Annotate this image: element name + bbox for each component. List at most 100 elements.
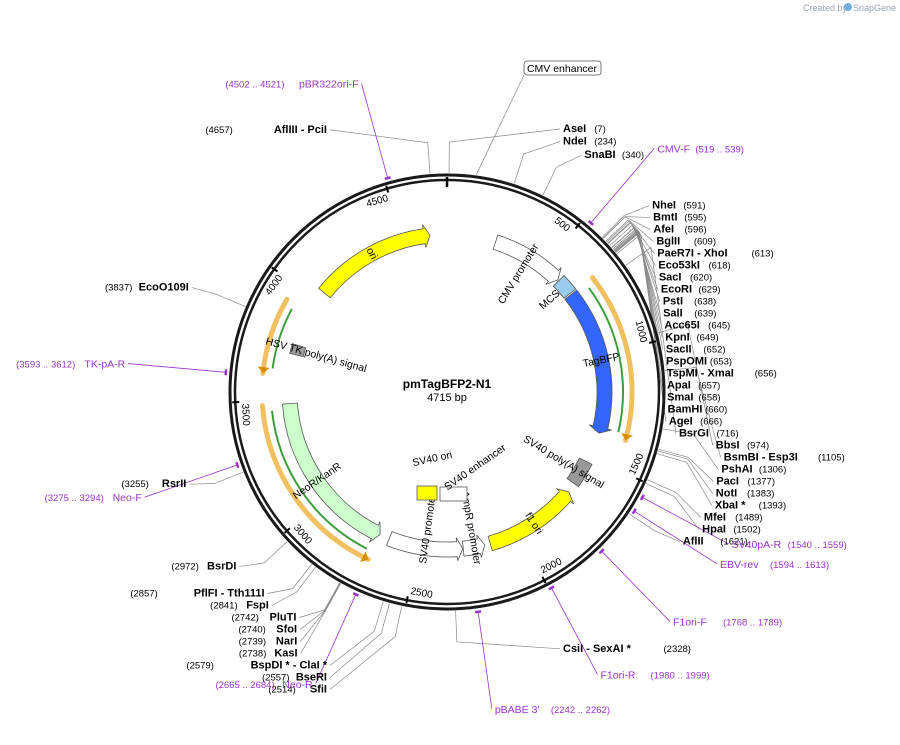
- scale-tick-label: 1000: [633, 320, 649, 345]
- site-sacii[interactable]: SacII(652): [666, 344, 726, 356]
- site-aflii[interactable]: AflII(1621): [683, 536, 748, 548]
- site-leader: [662, 428, 719, 470]
- site-csii-sexai[interactable]: CsiI - SexAI *(2328): [563, 643, 691, 655]
- site-name: NdeI: [563, 136, 587, 148]
- primer-pbabe-3[interactable]: pBABE 3'(2242 .. 2262): [495, 704, 610, 716]
- site-kpni[interactable]: KpnI(649): [665, 332, 718, 344]
- orf-arrowhead: [360, 551, 369, 563]
- site-bbsi[interactable]: BbsI(974): [716, 440, 769, 452]
- site-asei[interactable]: AseI(7): [563, 123, 606, 135]
- site-name: Eco53kI: [658, 260, 700, 272]
- site-position: (1489): [735, 513, 762, 524]
- site-position: (2972): [171, 562, 198, 573]
- primer-sv40pa-r[interactable]: SV40pA-R(1540 .. 1559): [732, 539, 847, 551]
- site-name: PaeR7I - XhoI: [657, 248, 727, 260]
- site-kasi[interactable]: KasI(2738): [239, 647, 298, 659]
- site-pspomi[interactable]: PspOMI(653): [666, 356, 732, 368]
- feature-ori[interactable]: ori: [318, 224, 431, 299]
- site-paci[interactable]: PacI(1377): [716, 476, 775, 488]
- site-name: BglII: [656, 236, 680, 248]
- site-bmti[interactable]: BmtI(595): [653, 212, 706, 224]
- site-saci[interactable]: SacI(620): [659, 272, 712, 284]
- feature-ampr-promoter[interactable]: AmpR promoter: [459, 490, 486, 566]
- site-ecori[interactable]: EcoRI(629): [661, 284, 721, 296]
- site-snabi[interactable]: SnaBI(340): [584, 149, 644, 161]
- inner-feature-box: [416, 485, 438, 501]
- primer-pbr322ori-f[interactable]: pBR322ori-F(4502 .. 4521): [225, 79, 358, 91]
- primer-f1ori-r[interactable]: F1ori-R(1980 .. 1999): [601, 669, 710, 681]
- primer-f1ori-f[interactable]: F1ori-F(1768 .. 1789): [673, 617, 782, 629]
- feature-label: ori: [364, 246, 380, 262]
- site-afliii-pcii[interactable]: AflIII - PciI(4657): [205, 124, 327, 136]
- site-pshai[interactable]: PshAI(1306): [721, 464, 786, 476]
- feature-neor-kanr[interactable]: NeoR/KanR: [282, 402, 381, 543]
- site-tspmi-xmai[interactable]: TspMI - XmaI(656): [667, 368, 777, 380]
- site-hpai[interactable]: HpaI(1502): [702, 524, 761, 536]
- site-bsmbi-esp3i[interactable]: BsmBI - Esp3I(1105): [724, 452, 845, 464]
- site-position: (666): [700, 417, 722, 428]
- site-fspi[interactable]: FspI(2841): [210, 599, 269, 611]
- site-leader: [299, 582, 340, 618]
- site-noti[interactable]: NotI(1383): [716, 488, 775, 500]
- site-bseri[interactable]: BseRI(2557): [262, 671, 327, 683]
- site-leader: [664, 367, 722, 458]
- site-leader: [329, 601, 384, 666]
- site-bamhi[interactable]: BamHI(660): [668, 404, 728, 416]
- site-pluti[interactable]: PluTI(2742): [231, 611, 296, 623]
- site-leader: [299, 582, 341, 630]
- primer-mark: [639, 494, 645, 501]
- boxed-cmv-enhancer[interactable]: CMV enhancer: [523, 60, 602, 76]
- primer-tk-pa-r[interactable]: TK-pA-R(3593 .. 3612): [16, 359, 126, 371]
- site-leader: [455, 610, 561, 650]
- site-ecoo109i[interactable]: EcoO109I(3837): [105, 282, 189, 294]
- site-position: (234): [594, 137, 616, 148]
- primer-neo-f[interactable]: Neo-F(3275 .. 3294): [45, 492, 142, 504]
- feature-sv40-promoter[interactable]: SV40 promoter: [386, 492, 464, 564]
- site-leader: [625, 246, 677, 434]
- site-ndei[interactable]: NdeI (234): [563, 136, 616, 148]
- site-acc65i[interactable]: Acc65I(645): [664, 320, 730, 332]
- primer-ebv-rev[interactable]: EBV-rev(1594 .. 1613): [720, 559, 829, 571]
- site-bglii[interactable]: BglII(609): [656, 236, 716, 248]
- site-smai[interactable]: SmaI(658): [667, 392, 720, 404]
- site-bspdi-clai[interactable]: BspDI * - ClaI *(2579): [186, 659, 327, 671]
- site-leader: [601, 205, 650, 238]
- site-position: (2738): [239, 648, 266, 659]
- site-bsrdi[interactable]: BsrDI(2972): [171, 561, 236, 573]
- site-nhei[interactable]: NheI(591): [652, 200, 705, 212]
- site-name: AflII: [683, 536, 704, 548]
- site-rsrii[interactable]: RsrII(3255): [121, 478, 186, 490]
- primer-neo-r[interactable]: Neo-R(2665 .. 2684): [215, 679, 313, 691]
- site-name: SmaI: [667, 392, 693, 404]
- site-name: TspMI - XmaI: [667, 368, 734, 380]
- site-position: (2740): [238, 624, 265, 635]
- site-leader: [645, 483, 700, 530]
- site-leader: [300, 583, 341, 654]
- feature-f1-ori[interactable]: f1 ori: [487, 488, 574, 552]
- site-mfei[interactable]: MfeI(1489): [704, 512, 763, 524]
- primer-position: (3275 .. 3294): [45, 493, 104, 504]
- site-name: HpaI: [702, 524, 726, 536]
- site-sfoi[interactable]: SfoI(2740): [238, 623, 297, 635]
- feature-hsv-tk-poly-a-signal[interactable]: HSV TK poly(A) signal: [264, 335, 368, 375]
- site-pflfi-tth111i[interactable]: PflFI - Tth111I(2857): [130, 587, 264, 599]
- site-name: AgeI: [669, 416, 693, 428]
- site-paer7i-xhoi[interactable]: PaeR7I - XhoI(613): [657, 248, 773, 260]
- site-xbai[interactable]: XbaI *(1393): [715, 500, 786, 512]
- feature-sv40-poly-a-signal[interactable]: SV40 poly(A) signal: [521, 433, 606, 491]
- site-bsrgi[interactable]: BsrGI(716): [679, 428, 739, 440]
- primer-name: EBV-rev: [720, 559, 759, 571]
- site-nari[interactable]: NarI(2739): [239, 635, 298, 647]
- site-name: AseI: [563, 123, 586, 135]
- primer-cmv-f[interactable]: CMV-F(519 .. 539): [657, 143, 744, 155]
- site-eco53ki[interactable]: Eco53kI(618): [658, 260, 730, 272]
- site-psti[interactable]: PstI(638): [663, 296, 716, 308]
- site-sfii[interactable]: SfiI(2514): [268, 683, 327, 695]
- site-agei[interactable]: AgeI (666): [669, 416, 722, 428]
- site-sali[interactable]: SalI(639): [663, 308, 716, 320]
- site-afei[interactable]: AfeI(596): [653, 224, 706, 236]
- orf-arrowhead: [257, 366, 270, 374]
- site-name: SnaBI: [584, 149, 615, 161]
- site-apai[interactable]: ApaI(657): [667, 380, 720, 392]
- primer-leader: [128, 363, 225, 373]
